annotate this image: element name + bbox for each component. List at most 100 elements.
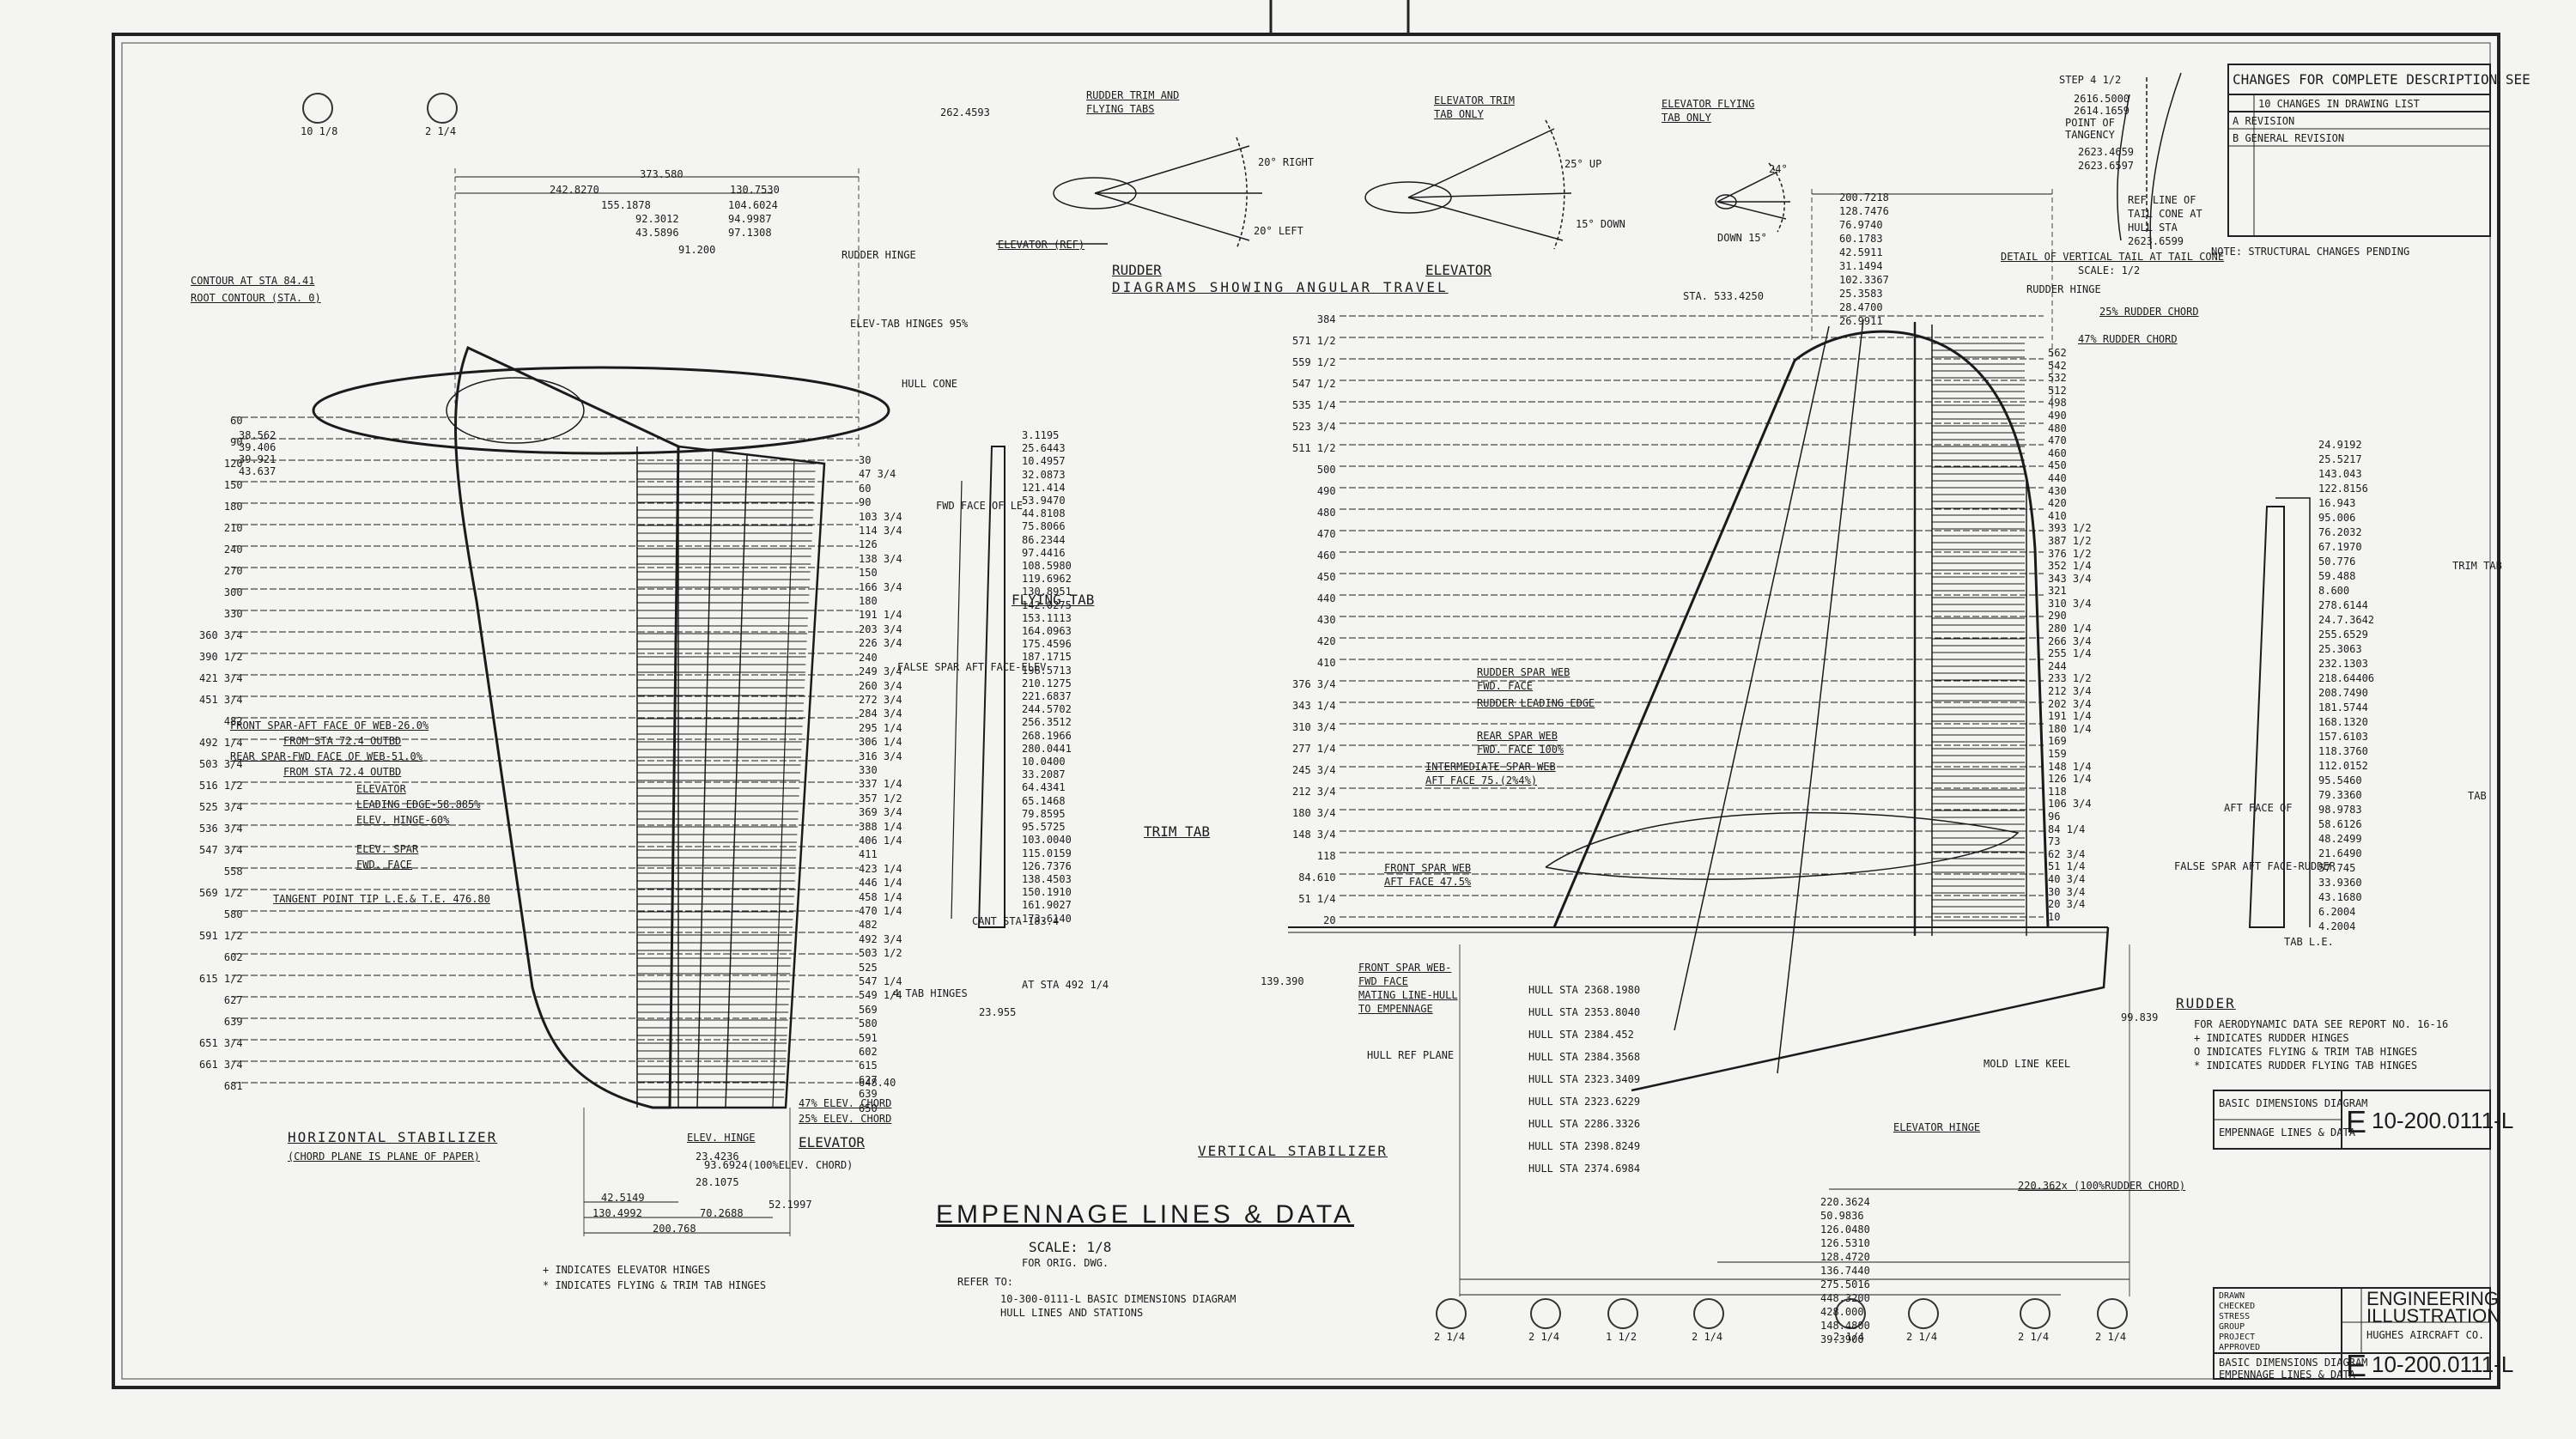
vs-right-col-item: 440 xyxy=(2048,471,2067,484)
detail-ref-line: REF LINE OF xyxy=(2128,194,2196,206)
hs-tab-col-item: 95.5725 xyxy=(1022,821,1066,834)
vs-fwd-face-2-label: FWD. FACE 100% xyxy=(1477,744,1564,756)
rudder-chord-100-label: 220.362x (100%RUDDER CHORD) xyxy=(2018,1180,2186,1192)
vs-left-col-item: 440 xyxy=(1316,592,1336,604)
vs-right-col-item: 62 3/4 xyxy=(2048,847,2086,860)
root-contour-label: ROOT CONTOUR (STA. 0) xyxy=(191,292,321,304)
vs-tab-col-item: 218.64406 xyxy=(2318,672,2375,684)
detail-step: STEP 4 1/2 xyxy=(2059,74,2122,86)
vs-right-col-item: 106 3/4 xyxy=(2048,798,2092,811)
vs-right-col-item: 562 xyxy=(2048,347,2067,359)
hull-mold-line xyxy=(1631,926,2110,1092)
refer-to-label: REFER TO: xyxy=(957,1276,1014,1288)
vs-right-col-item: 532 xyxy=(2048,372,2067,385)
hs-right-col-item: 569 xyxy=(859,1003,878,1016)
hs-tab-col-item: 175.4596 xyxy=(1022,638,1072,651)
hs-right-col-item: 627 xyxy=(859,1073,878,1086)
hs-tab-col-item: 164.0963 xyxy=(1022,625,1072,638)
hs-right-col-item: 503 1/2 xyxy=(859,947,902,960)
vs-tab-col-item: 278.6144 xyxy=(2318,599,2368,611)
hs-left-col-item: 681 xyxy=(223,1080,243,1092)
vs-tab-col-item: 43.1680 xyxy=(2318,891,2362,903)
aft-face-47-label: AFT FACE 47.5% xyxy=(1384,876,1472,888)
sig-col-item: STRESS xyxy=(2219,1312,2251,1321)
hs-right-col-item: 126 xyxy=(859,538,878,551)
grid-marker-circle xyxy=(1436,1298,1467,1329)
hs-left-col-item: 503 3/4 xyxy=(199,758,243,770)
hs-right-col-item: 482 xyxy=(859,919,878,932)
vs-tab-col-item: 4.2004 xyxy=(2318,920,2356,932)
dim-702688: 70.2688 xyxy=(700,1207,744,1219)
hughes-label: HUGHES AIRCRAFT CO. xyxy=(2366,1329,2485,1341)
for-orig-label: FOR ORIG. DWG. xyxy=(1022,1257,1109,1269)
fin-outline xyxy=(1552,330,2050,928)
hs-right-col-item: 357 1/2 xyxy=(859,792,902,805)
hs-tab-col-item: 53.9470 xyxy=(1022,495,1066,507)
rudder-label: RUDDER xyxy=(2176,995,2236,1011)
vs-tab-col-item: 98.9783 xyxy=(2318,804,2362,816)
dim-91200: 91.200 xyxy=(678,244,716,256)
grid-marker-label: 1 1/2 xyxy=(1606,1331,1637,1343)
hs-left-col-item: 300 xyxy=(223,586,243,598)
grid-marker-circle xyxy=(1693,1298,1724,1329)
hs-right-col-item: 580 xyxy=(859,1017,878,1030)
grid-marker-label: 2 1/4 xyxy=(425,125,457,137)
vs-right-col-item: 96 xyxy=(2048,810,2061,823)
page-title: EMPENNAGE LINES & DATA xyxy=(936,1200,1354,1229)
hs-left-col-item: 390 1/2 xyxy=(199,651,243,663)
hs-tab-col-item: 138.4503 xyxy=(1022,872,1072,885)
vs-right-col-item: 542 xyxy=(2048,359,2067,372)
dim-23955: 23.955 xyxy=(979,1006,1017,1018)
hull-cone-label: HULL CONE xyxy=(902,378,958,390)
dim-64840: 648.40 xyxy=(859,1077,896,1089)
detail-tail-cone: TAIL CONE AT xyxy=(2128,208,2202,220)
vs-right-col-item: 159 xyxy=(2048,748,2067,760)
dim-99839: 99.839 xyxy=(2121,1011,2159,1023)
hs-left-col-item: 558 xyxy=(223,865,243,877)
top-station-label: 262.4593 xyxy=(940,106,990,118)
intermediate-spar-label: INTERMEDIATE SPAR WEB xyxy=(1425,761,1556,773)
vs-tab-col-item: 21.6490 xyxy=(2318,847,2362,859)
illus-label: ILLUSTRATION xyxy=(2366,1305,2501,1327)
grid-marker-label: 2 1/4 xyxy=(1692,1331,1723,1343)
front-spar-2-label: FROM STA 72.4 OUTBD xyxy=(283,735,402,747)
sig-col-item: GROUP xyxy=(2219,1322,2245,1332)
vs-left-col-item: 310 3/4 xyxy=(1292,721,1336,733)
grid-marker-circle xyxy=(1607,1298,1638,1329)
hs-tab-col-item: 79.8595 xyxy=(1022,807,1066,820)
vs-hull-col-item: HULL STA 2398.8249 xyxy=(1528,1140,1641,1152)
grid-marker-circle xyxy=(1908,1298,1939,1329)
grid-marker-circle xyxy=(302,93,333,124)
fin-root-contour xyxy=(1545,811,2020,880)
vs-fwd-face-3-label: FWD FACE xyxy=(1358,975,1408,987)
dim-1307530: 130.7530 xyxy=(730,184,780,196)
rudder-chord-25: 25% RUDDER CHORD xyxy=(2099,306,2199,318)
vertical-stabilizer xyxy=(1288,189,2311,1296)
dim-1551878: 155.1878 xyxy=(601,199,651,211)
vertical-stabilizer-label: VERTICAL STABILIZER xyxy=(1198,1143,1388,1159)
mating-line-label: MATING LINE-HULL xyxy=(1358,989,1458,1001)
sig-col-item: CHECKED xyxy=(2219,1302,2256,1311)
tab-hinges-label: 4 TAB HINGES xyxy=(893,987,968,999)
flying-tabs-label: FLYING TABS xyxy=(1086,103,1155,115)
hs-tab-col-item: 86.2344 xyxy=(1022,533,1066,546)
vs-right-col-item: 30 3/4 xyxy=(2048,885,2086,898)
lower-number: 10-200.0111-L xyxy=(2372,1351,2514,1377)
rudder-hinge-vs-label: RUDDER HINGE xyxy=(2026,283,2101,295)
vs-right-col-item: 420 xyxy=(2048,497,2067,510)
hs-tab-col-item: 119.6962 xyxy=(1022,573,1072,586)
elev-chord-100-label: 93.6924(100%ELEV. CHORD) xyxy=(704,1159,854,1171)
vs-right-col-item: 180 1/4 xyxy=(2048,722,2092,735)
hs-left-col-item: 120 xyxy=(223,458,243,470)
elevator-ref-label: ELEVATOR (REF) xyxy=(998,239,1085,251)
vs-tab-col-item: 122.8156 xyxy=(2318,483,2368,495)
hs-left-col-item: 180 xyxy=(223,501,243,513)
hs-tab-col-item: 221.6837 xyxy=(1022,690,1072,703)
hs-tab-col-item: 280.0441 xyxy=(1022,742,1072,755)
changes-note: NOTE: STRUCTURAL CHANGES PENDING xyxy=(2211,246,2410,258)
hs-right-col-item: 203 3/4 xyxy=(859,622,902,635)
vs-right-col-item: 430 xyxy=(2048,484,2067,497)
hs-left-col-item: 661 3/4 xyxy=(199,1059,243,1071)
